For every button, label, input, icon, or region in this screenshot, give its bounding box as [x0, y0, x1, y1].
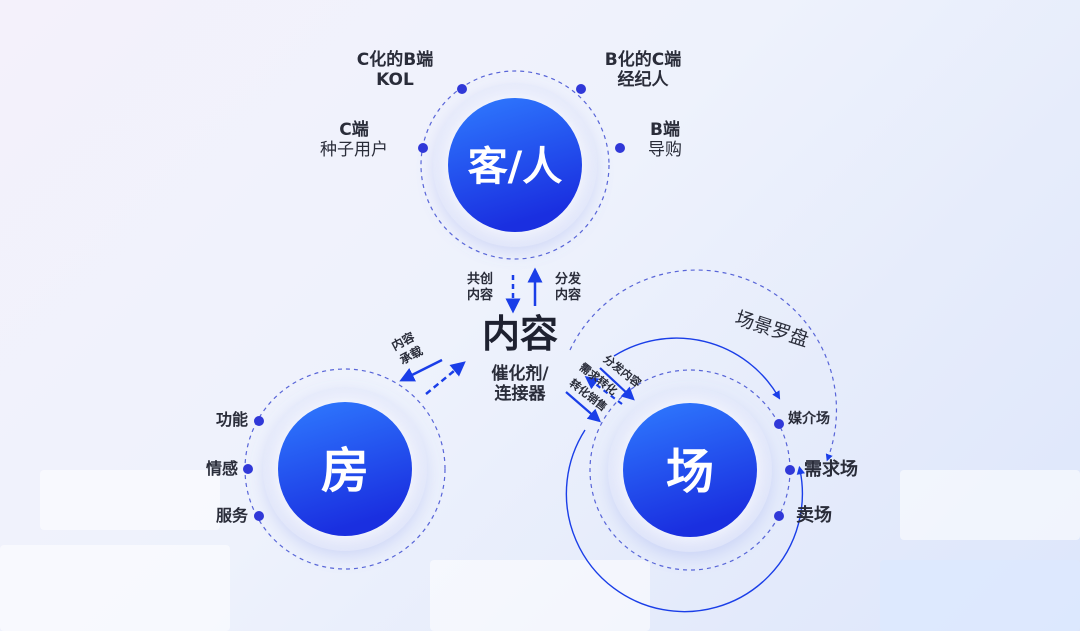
orbit-dot	[785, 465, 795, 475]
b-agent-line2: 经纪人	[617, 70, 669, 91]
orbit-dot	[254, 511, 264, 521]
b-end-line2: 导购	[648, 140, 682, 161]
co-create-line1: 共创	[466, 272, 493, 287]
venue-sell-label: 卖场	[796, 505, 832, 526]
customer-orbit	[420, 70, 610, 260]
bg-tile	[0, 545, 230, 631]
orbit-dot	[576, 84, 586, 94]
b-end-label: B端 导购	[630, 120, 700, 161]
carry-arrow	[399, 358, 443, 382]
venue-dashed-arc	[569, 269, 838, 462]
c-end-line1: C端	[339, 120, 369, 140]
b-agent-line1: B化的C端	[604, 50, 682, 70]
c-kol-label: C化的B端 KOL	[340, 50, 450, 91]
customer-ball	[448, 98, 582, 232]
convert-sell-arrow	[565, 391, 601, 423]
bg-tile	[880, 560, 1080, 631]
venue-media-label: 媒介场	[788, 411, 830, 427]
content-title: 内容	[481, 312, 558, 356]
co-create-line2: 内容	[466, 287, 493, 303]
distribute-label: 分发 内容	[543, 272, 593, 303]
c-kol-line1: C化的B端	[356, 50, 434, 70]
orbit-dot	[615, 143, 625, 153]
orbit-dot	[457, 84, 467, 94]
b-end-line1: B端	[650, 120, 680, 140]
dist-content-arrow	[599, 367, 635, 401]
b-agent-label: B化的C端 经纪人	[588, 50, 698, 91]
compass-label: 场景罗盘	[732, 307, 811, 351]
co-create-label: 共创 内容	[455, 272, 505, 303]
orbit-dot	[243, 464, 253, 474]
content-subtitle-line1: 催化剂/	[491, 364, 549, 384]
orbit-dot	[774, 511, 784, 521]
house-label: 房	[321, 443, 369, 499]
house-ball	[278, 402, 412, 536]
orbit-dot	[774, 419, 784, 429]
bg-tile	[900, 470, 1080, 540]
venue-demand-label: 需求场	[804, 459, 858, 480]
orbit-dot	[254, 416, 264, 426]
distribute-line1: 分发	[554, 272, 581, 287]
c-end-label: C端 种子用户	[302, 120, 406, 161]
content-subtitle: 催化剂/ 连接器	[470, 364, 570, 405]
venue-outer-arc-top	[613, 337, 781, 400]
venue-outer-arc	[565, 429, 805, 613]
c-end-line2: 种子用户	[320, 140, 388, 161]
bg-tile	[430, 560, 650, 631]
house-item-service: 服务	[215, 506, 248, 525]
demand-convert-arrow	[584, 376, 623, 405]
house-feedback-arrow	[425, 361, 466, 395]
customer-label: 客/人	[468, 144, 563, 190]
bg-tile	[40, 470, 220, 530]
venue-label: 场	[666, 444, 714, 500]
content-subtitle-line2: 连接器	[494, 384, 546, 405]
venue-ball	[623, 403, 757, 537]
orbit-dot	[418, 143, 428, 153]
house-item-emotion: 情感	[205, 459, 238, 478]
c-kol-line2: KOL	[376, 70, 414, 91]
house-item-function: 功能	[215, 410, 248, 429]
distribute-line2: 内容	[554, 287, 581, 303]
